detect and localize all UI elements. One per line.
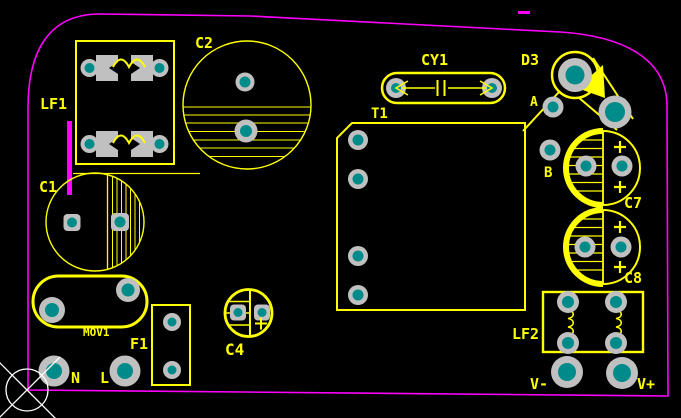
silkscreen-outline: [336, 122, 526, 311]
drill-hole: [544, 144, 556, 156]
component-c4[interactable]: C4: [223, 288, 274, 360]
plus-mark-icon: [255, 317, 267, 330]
plus-mark-icon: [614, 141, 626, 193]
drill-hole: [167, 365, 177, 375]
drill-hole: [114, 216, 126, 228]
drill-hole: [257, 308, 267, 317]
label-lf2: LF2: [512, 325, 539, 343]
drill-hole: [547, 101, 559, 113]
pad[interactable]: [96, 55, 118, 81]
output-pads[interactable]: V- V+: [530, 356, 655, 393]
label-mov: MOV1: [83, 326, 110, 339]
silkscreen-outline: [151, 304, 191, 386]
drill-hole: [67, 217, 77, 228]
drill-hole: [154, 139, 165, 149]
coil-symbol-icon: [615, 309, 623, 337]
drill-hole: [352, 250, 364, 262]
drill-hole: [84, 63, 95, 73]
component-d3[interactable]: D3: [521, 50, 634, 132]
drill-hole: [240, 125, 252, 137]
label-v-plus: V+: [637, 375, 655, 393]
origin-marker-icon: [0, 356, 61, 418]
drill-hole: [579, 241, 591, 253]
drill-hole: [580, 160, 592, 172]
drill-hole: [117, 363, 133, 379]
drill-hole: [615, 241, 627, 253]
drill-hole: [565, 65, 585, 85]
component-lf1[interactable]: LF1: [40, 40, 175, 165]
input-pads[interactable]: N L: [38, 355, 141, 388]
label-v-minus: V-: [530, 375, 548, 393]
label-c7: C7: [624, 194, 642, 212]
label-c4: C4: [225, 340, 244, 359]
drill-hole: [616, 160, 628, 172]
plus-mark-icon: [614, 221, 626, 273]
capacitor-symbol-icon: [394, 80, 494, 96]
component-c7[interactable]: C7: [563, 128, 642, 212]
coil-symbol-icon: [567, 309, 575, 337]
drill-hole: [233, 308, 243, 317]
label-c1: C1: [39, 178, 57, 196]
pad[interactable]: [131, 55, 153, 81]
drill-hole: [558, 363, 576, 381]
drill-hole: [84, 139, 95, 149]
coil-symbol-icon: [112, 134, 146, 146]
drill-hole: [562, 296, 574, 308]
component-c1[interactable]: C1: [39, 172, 145, 272]
label-lf1: LF1: [40, 95, 67, 113]
board-outline-tick: [518, 11, 530, 14]
drill-hole: [46, 363, 62, 379]
drill-hole: [610, 296, 622, 308]
drill-hole: [352, 173, 364, 185]
drill-hole: [45, 303, 59, 317]
drill-hole: [610, 337, 622, 349]
silkscreen-outline: [541, 290, 645, 354]
component-c2[interactable]: C2: [182, 34, 312, 170]
diode-triangle-icon: [577, 65, 605, 98]
silkscreen-outline: [31, 274, 149, 329]
drill-hole: [239, 76, 251, 88]
label-b: B: [544, 165, 552, 181]
component-t1[interactable]: T1: [336, 106, 526, 311]
label-c2: C2: [195, 34, 213, 52]
drill-hole: [352, 134, 364, 146]
label-t1: T1: [371, 106, 388, 122]
component-cy1[interactable]: CY1: [380, 51, 507, 105]
copper-trace[interactable]: [67, 121, 72, 195]
label-l: L: [100, 369, 109, 387]
drill-hole: [605, 102, 625, 122]
drill-hole: [613, 364, 631, 382]
component-mov[interactable]: MOV1: [31, 274, 149, 339]
polarity-stripe: [563, 128, 604, 208]
label-f1: F1: [130, 335, 148, 353]
component-lf2[interactable]: LF2: [512, 290, 645, 354]
drill-hole: [154, 63, 165, 73]
pad[interactable]: [131, 131, 153, 157]
drill-hole: [352, 289, 364, 301]
label-c8: C8: [624, 269, 642, 287]
label-a: A: [530, 95, 538, 110]
board-outline: [27, 13, 669, 397]
drill-hole: [121, 283, 135, 297]
coil-symbol-icon: [112, 58, 146, 70]
silkscreen-outline: [182, 40, 312, 170]
drill-hole: [167, 317, 177, 327]
label-d3: D3: [521, 51, 539, 69]
component-f1[interactable]: F1: [130, 304, 191, 386]
pad[interactable]: [96, 131, 118, 157]
component-c8[interactable]: C8: [563, 207, 642, 287]
silkscreen-outline: [75, 40, 175, 165]
polarity-stripe: [563, 207, 604, 287]
label-cy1: CY1: [421, 51, 448, 69]
label-n: N: [71, 369, 80, 387]
silkscreen-outline: [45, 172, 145, 272]
drill-hole: [562, 337, 574, 349]
silkscreen-outline: [380, 71, 507, 105]
test-pads[interactable]: A B: [530, 95, 564, 181]
